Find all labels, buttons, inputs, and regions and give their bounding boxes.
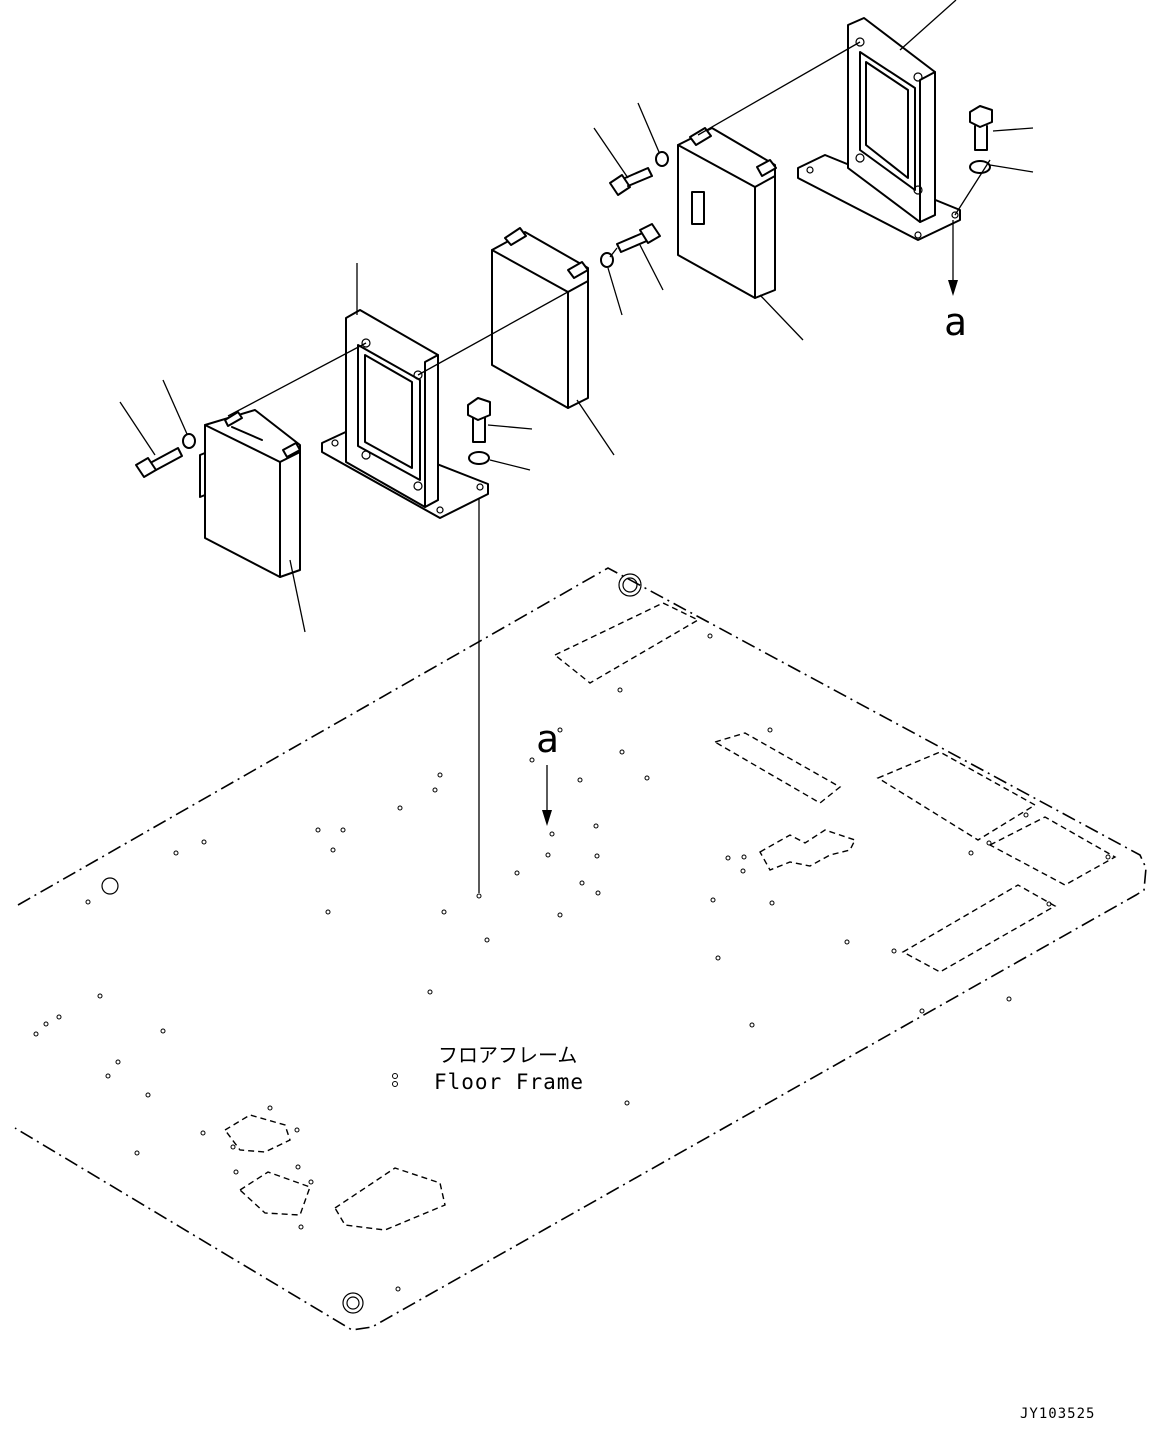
bolt-left-base bbox=[467, 397, 491, 443]
washer-right-base bbox=[969, 160, 991, 174]
view-arrow-top bbox=[948, 220, 958, 296]
view-arrow-floor bbox=[542, 765, 552, 826]
washer-left bbox=[182, 433, 196, 449]
bolt-right-controller bbox=[609, 167, 653, 196]
controller-left bbox=[199, 409, 301, 578]
view-marker-top: a bbox=[944, 300, 967, 344]
floor-frame-label-jp: フロアフレーム bbox=[438, 1043, 577, 1067]
view-marker-floor: a bbox=[536, 717, 559, 761]
bracket-right bbox=[797, 17, 961, 241]
assembly-lines bbox=[227, 41, 991, 417]
floor-frame-plate bbox=[14, 567, 1147, 1331]
bolt-left bbox=[135, 447, 183, 478]
bracket-left bbox=[321, 309, 489, 519]
washer-left-base bbox=[468, 451, 490, 465]
cover-middle bbox=[491, 227, 589, 409]
floor-frame-label-en: Floor Frame bbox=[434, 1070, 584, 1094]
controller-right bbox=[677, 127, 777, 299]
drawing-number: JY103525 bbox=[1020, 1406, 1095, 1422]
bolt-right-base bbox=[969, 105, 993, 151]
leader-lines bbox=[119, 0, 1034, 633]
bolt-middle bbox=[616, 223, 661, 253]
washer-right-controller bbox=[655, 151, 669, 167]
